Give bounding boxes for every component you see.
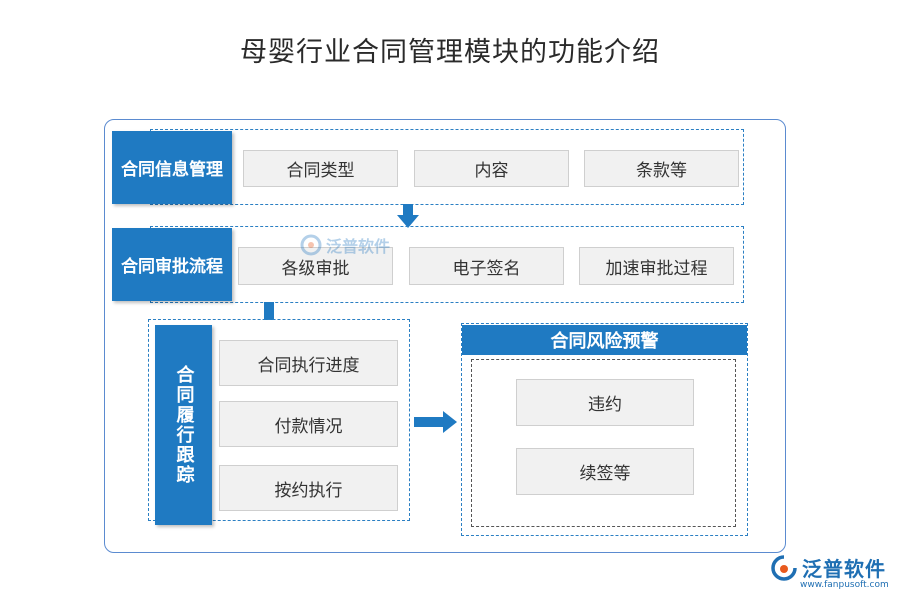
risk-label: 合同风险预警 [462,325,747,355]
brand-logo: 泛普软件 www.fanpusoft.com [770,553,889,590]
risk-item-renewal: 续签等 [516,448,694,495]
approval-label: 合同审批流程 [112,228,232,301]
watermark-logo-icon [300,234,322,256]
approval-item-levels: 各级审批 [238,247,393,285]
brand-logo-text: 泛普软件 [802,557,886,581]
info-label: 合同信息管理 [112,131,232,204]
brand-logo-icon [771,554,797,581]
watermark-text: 泛普软件 [326,237,391,256]
risk-item-breach: 违约 [516,379,694,426]
brand-logo-url: www.fanpusoft.com [800,580,889,590]
tracking-label: 合同履行跟踪 [155,325,212,525]
info-item-clauses: 条款等 [584,150,739,187]
page-title: 母婴行业合同管理模块的功能介绍 [240,37,660,68]
watermark: 泛普软件 [300,233,390,257]
risk-border [461,323,748,536]
info-item-content: 内容 [414,150,569,187]
tracking-border [148,319,410,521]
right-arrow-icon [414,411,457,433]
tracking-item-payment: 付款情况 [219,401,398,447]
approval-item-esign: 电子签名 [409,247,564,285]
connector-bar [264,302,274,320]
info-item-contract-type: 合同类型 [243,150,398,187]
approval-item-accelerate: 加速审批过程 [579,247,734,285]
tracking-item-compliance: 按约执行 [219,465,398,511]
outer-frame [104,119,786,553]
tracking-item-progress: 合同执行进度 [219,340,398,386]
risk-inner-border [471,359,736,527]
down-arrow-icon [397,204,419,228]
